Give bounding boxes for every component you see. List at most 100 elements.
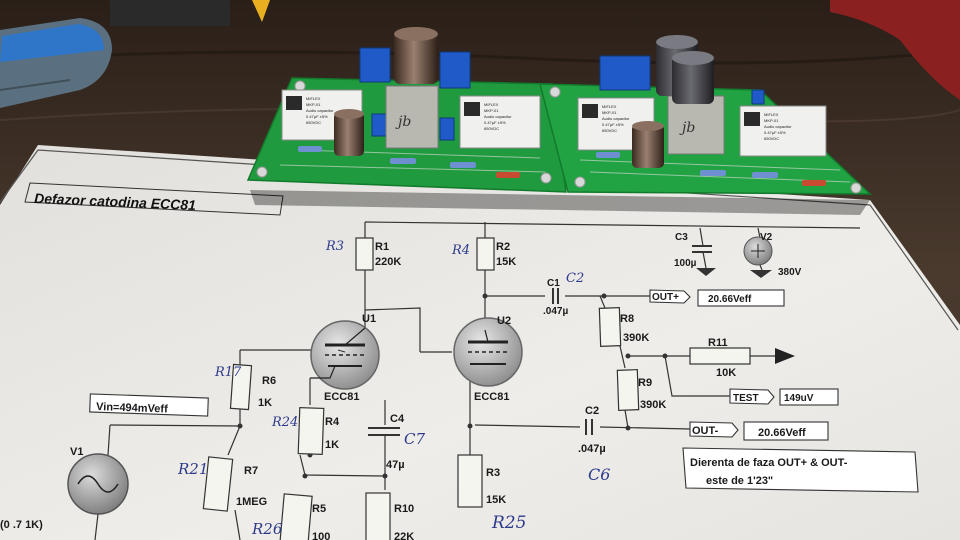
cap-label-2-line-3: Audio capacitor: [484, 114, 512, 119]
test-value-box: [779, 388, 839, 406]
cap-label-1-line-1: MIFLEX: [306, 96, 321, 101]
resistor-r7: [202, 456, 234, 512]
schematic-drawing: Defazor catodina ECC81: [0, 149, 959, 540]
phase-note-line-2: este de 1'23": [706, 475, 773, 487]
label-r1-value: 220K: [375, 256, 401, 268]
hand-label-r4: R4: [451, 243, 470, 258]
label-c3-ref: C3: [675, 232, 688, 243]
label-c2-ref: C2: [585, 405, 599, 417]
label-r1-ref: R1: [375, 241, 389, 253]
label-r6-value: 1K: [258, 397, 272, 409]
label-r8-value: 390K: [623, 332, 649, 344]
hand-label-r25: R25: [491, 513, 526, 533]
label-r9-value: 390K: [640, 399, 666, 411]
label-r5-ref: R5: [312, 503, 326, 515]
tube-u1: [310, 320, 380, 390]
hand-label-r26: R26: [251, 520, 283, 538]
out-minus-label: OUT-: [692, 425, 719, 437]
label-c1-value: .047µ: [543, 306, 568, 317]
label-r10-value: 22K: [394, 531, 414, 540]
jb-capacitors: jb jb: [385, 85, 725, 155]
label-c2-value: .047µ: [578, 443, 606, 455]
resistor-r9: [616, 369, 640, 411]
out-plus-value: 20.66Veff: [708, 294, 752, 305]
cap-label-4-line-4: 0.47µF ±5%: [764, 130, 786, 135]
label-r4-ref: R4: [325, 416, 340, 428]
out-minus-value-box: [743, 421, 829, 441]
cap-label-1-line-2: MKP-01: [306, 102, 321, 107]
label-r8-ref: R8: [620, 313, 634, 325]
label-c4-value: 47µ: [386, 459, 405, 471]
capacitor-c3: [692, 245, 712, 253]
label-r2-value: 15K: [496, 256, 516, 268]
screwdriver-handle: [0, 18, 112, 108]
label-r10-ref: R10: [394, 503, 414, 515]
vin-box: [89, 393, 209, 417]
label-r6-ref: R6: [262, 375, 276, 387]
cap-label-1-line-3: Audio capacitor: [306, 108, 334, 113]
resistor-r10: [365, 492, 391, 540]
label-r7-value: 1MEG: [236, 496, 267, 508]
cap-label-4-line-5: 650VDC: [764, 136, 779, 141]
cap-label-2-line-4: 0.47µF ±5%: [484, 120, 506, 125]
label-r4-value: 1K: [325, 439, 339, 451]
label-u2: U2: [497, 315, 511, 327]
jb-label-left: jb: [395, 114, 411, 130]
cap-label-2-line-5: 650VDC: [484, 126, 499, 131]
capacitor-c4: [368, 427, 400, 436]
label-r11-ref: R11: [708, 337, 728, 349]
test-port: [729, 388, 775, 405]
resistor-r8: [598, 307, 622, 347]
label-c1-ref: C1: [547, 278, 560, 289]
cap-label-3-line-5: 650VDC: [602, 128, 617, 133]
phase-note-box: [682, 447, 919, 493]
hand-label-r21: R21: [177, 460, 208, 478]
hand-label-r17: R17: [214, 365, 242, 380]
label-c4-ref: C4: [390, 413, 405, 425]
schematic-title: Defazor catodina ECC81: [34, 190, 197, 213]
cap-label-4-line-1: MIFLEX: [764, 112, 779, 117]
test-value: 149uV: [784, 393, 814, 404]
jb-label-right: jb: [679, 120, 695, 136]
cap-label-4-line-3: Audio capacitor: [764, 124, 792, 129]
resistor-r3: [457, 454, 483, 508]
hand-label-c7: C7: [404, 430, 425, 448]
cap-label-4-line-2: MKP-01: [764, 118, 779, 123]
label-v1-value: (0 .7 1K): [0, 519, 43, 531]
label-c3-value: 100µ: [674, 258, 697, 269]
resistor-r4: [297, 406, 325, 456]
label-r9-ref: R9: [638, 377, 652, 389]
capacitor-c1: [552, 288, 559, 304]
label-r11-value: 10K: [716, 367, 736, 379]
cap-label-3-line-3: Audio capacitor: [602, 116, 630, 121]
black-box: [110, 0, 230, 26]
out-minus-port: [689, 421, 739, 438]
phase-note-line-1: Dierenta de faza OUT+ & OUT-: [690, 457, 848, 469]
title-box: Defazor catodina ECC81: [24, 182, 284, 216]
pcb-boards: MIFLEX MKP-01 Audio capacitor 0.47µF ±5%…: [246, 27, 872, 195]
resistor-r5: [279, 493, 313, 540]
hand-label-r24: R24: [271, 415, 298, 430]
cap-label-1-line-5: 650VDC: [306, 120, 321, 125]
red-object: [830, 0, 960, 100]
vin-label: Vin=494mVeff: [96, 401, 168, 416]
label-v2-value: 380V: [778, 267, 802, 278]
label-u2-type: ECC81: [474, 391, 509, 403]
label-u1-type: ECC81: [324, 391, 359, 403]
resistor-r11: [689, 347, 751, 365]
label-r3-ref: R3: [486, 467, 500, 479]
resistor-r6: [229, 363, 253, 411]
capacitor-c2: [585, 419, 593, 435]
pencil: [252, 0, 270, 22]
cap-label-3-line-1: MIFLEX: [602, 104, 617, 109]
hand-label-c6: C6: [588, 465, 610, 484]
test-label: TEST: [733, 393, 759, 404]
label-r2-ref: R2: [496, 241, 510, 253]
out-minus-value: 20.66Veff: [758, 427, 806, 439]
out-plus-value-box: [697, 289, 785, 307]
terminal-block-left-1: [359, 47, 391, 83]
cap-label-1-line-4: 0.47µF ±5%: [306, 114, 328, 119]
resistor-r2: [476, 237, 495, 271]
terminal-block-left-2: [439, 51, 471, 89]
